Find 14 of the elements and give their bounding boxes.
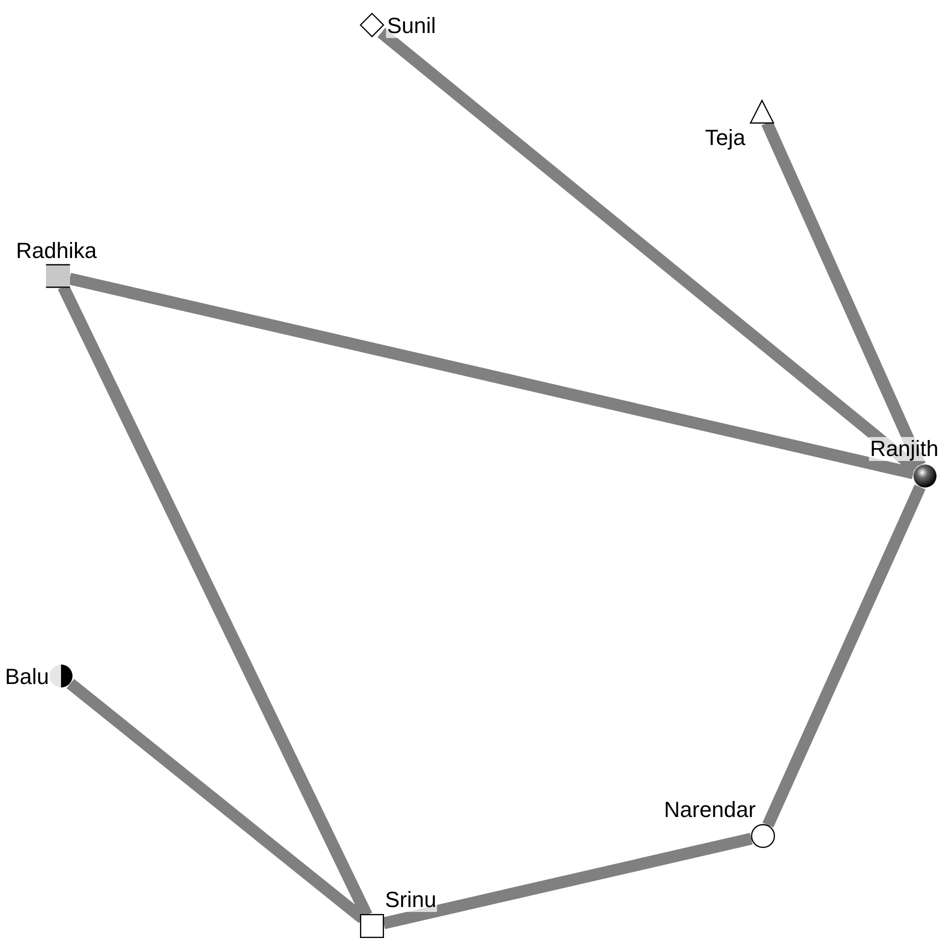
half-filled-circle-marker: [49, 664, 73, 688]
square-marker: [46, 264, 70, 288]
connector-line: [382, 832, 753, 930]
circle-marker: [751, 824, 775, 848]
connector-line: [68, 272, 915, 480]
node-label: Teja: [704, 126, 746, 150]
sphere-marker: [913, 464, 937, 488]
node-label: Sunil: [386, 14, 437, 38]
diamond-marker: [360, 13, 384, 37]
square-marker: [360, 914, 384, 938]
connector-line: [762, 484, 926, 828]
node-label: Ranjith: [869, 437, 940, 461]
triangle-marker: [750, 100, 774, 124]
node-label: Srinu: [384, 888, 438, 912]
